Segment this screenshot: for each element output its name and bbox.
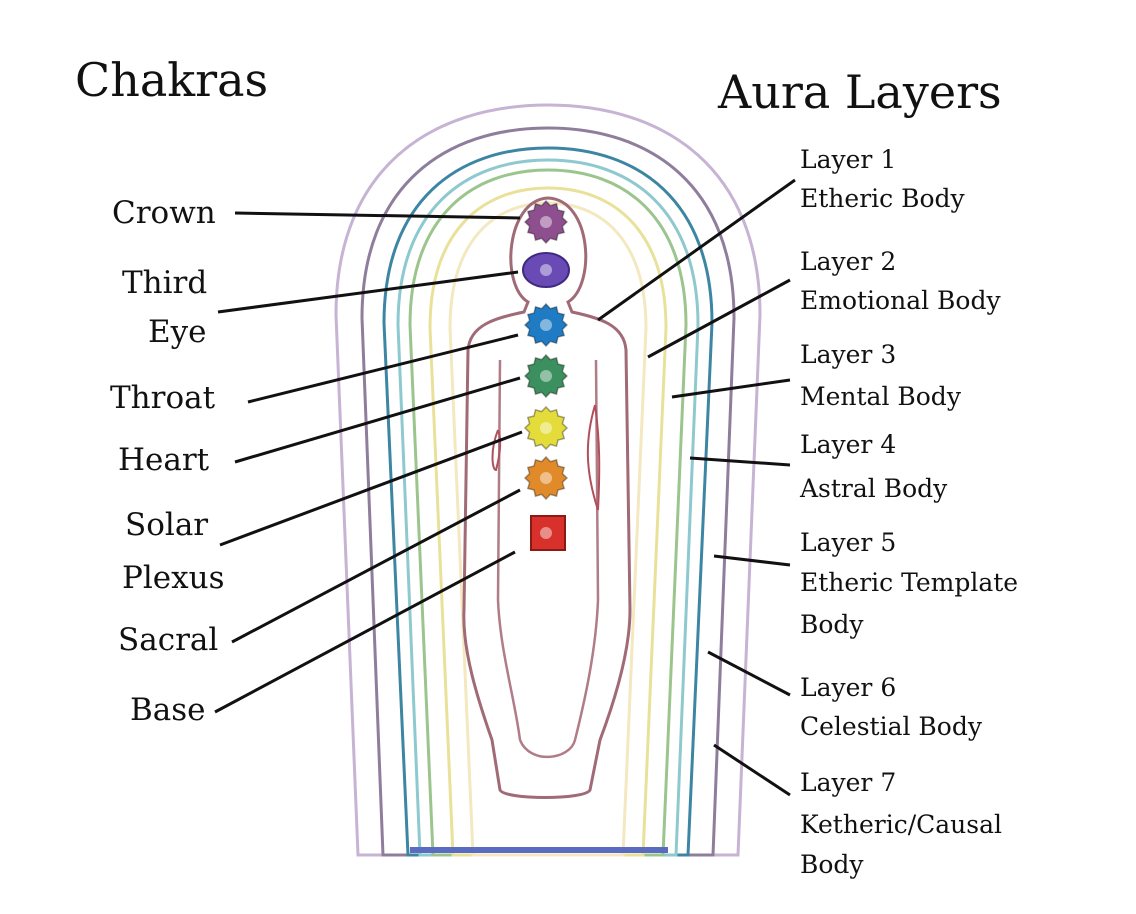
leader-line-chakra-3 (247, 333, 519, 404)
layer-5-name-2: Body (800, 610, 864, 639)
label-solar-plexus-2: Plexus (122, 560, 224, 596)
leader-line-chakra-1 (234, 211, 521, 220)
leader-line-layer-3 (671, 378, 791, 399)
aura-layer-outline-2 (360, 126, 736, 857)
layer-7-title: Layer 7 (800, 768, 896, 797)
layer-3-title: Layer 3 (800, 340, 896, 369)
leader-line-chakra-6 (231, 488, 521, 644)
aura-layer-outline-3 (382, 146, 714, 857)
layer-6-title: Layer 6 (800, 673, 896, 702)
aura-layer-outline-5 (408, 168, 688, 857)
chakra-symbols (522, 199, 570, 551)
layer-7-name-2: Body (800, 850, 864, 879)
chakra-symbol-heart (523, 353, 569, 399)
layer-5-title: Layer 5 (800, 528, 896, 557)
leader-line-layer-4 (689, 456, 791, 467)
label-third-eye-1: Third (122, 265, 207, 301)
chakra-symbol-crown (523, 199, 569, 245)
aura-layers (334, 103, 762, 857)
aura-layer-outline-7 (448, 201, 648, 857)
label-sacral: Sacral (118, 622, 218, 658)
layer-2-name: Emotional Body (800, 286, 1001, 315)
chakra-symbol-throat (523, 302, 569, 348)
label-solar-plexus-1: Solar (125, 507, 208, 543)
leader-line-layer-1 (597, 178, 796, 322)
layer-7-name-1: Ketheric/Causal (800, 810, 1002, 839)
label-base: Base (130, 692, 206, 728)
layer-3-name: Mental Body (800, 382, 962, 411)
leader-line-chakra-7 (214, 550, 516, 714)
leader-line-layer-6 (707, 650, 791, 697)
label-heart: Heart (118, 442, 210, 478)
arm-right (586, 404, 601, 511)
aura-layers-title: Aura Layers (717, 65, 1002, 119)
leader-line-chakra-4 (234, 376, 521, 464)
layer-4-name: Astral Body (799, 474, 948, 503)
layer-4-title: Layer 4 (800, 430, 896, 459)
layer-2-title: Layer 2 (800, 247, 896, 276)
chakra-symbol-sacral (523, 455, 569, 501)
layer-labels: Layer 1 Etheric Body Layer 2 Emotional B… (799, 145, 1018, 879)
leader-line-layer-7 (713, 743, 791, 797)
layer-1-title: Layer 1 (800, 145, 896, 174)
chakra-symbol-base (530, 515, 566, 551)
leader-line-layer-2 (647, 278, 791, 359)
aura-layer-outline-1 (334, 103, 762, 857)
label-third-eye-2: Eye (148, 314, 207, 350)
body-outline (462, 196, 632, 799)
leader-line-chakra-5 (219, 430, 523, 547)
layer-1-name: Etheric Body (800, 184, 966, 213)
leader-line-chakra-2 (217, 270, 519, 314)
label-throat: Throat (110, 380, 216, 416)
layer-6-name: Celestial Body (800, 712, 983, 741)
leader-line-layer-5 (713, 554, 791, 567)
chakra-symbol-third-eye (522, 252, 570, 288)
aura-layer-outline-6 (428, 186, 668, 857)
layer-5-name-1: Etheric Template (800, 568, 1018, 597)
label-crown: Crown (112, 195, 216, 231)
chakra-symbol-solar-plexus (523, 405, 569, 451)
chakra-labels: Crown Third Eye Throat Heart Solar Plexu… (110, 195, 224, 728)
leader-lines (214, 178, 796, 797)
body-inner-outline (496, 359, 600, 759)
chakras-title: Chakras (75, 53, 268, 107)
